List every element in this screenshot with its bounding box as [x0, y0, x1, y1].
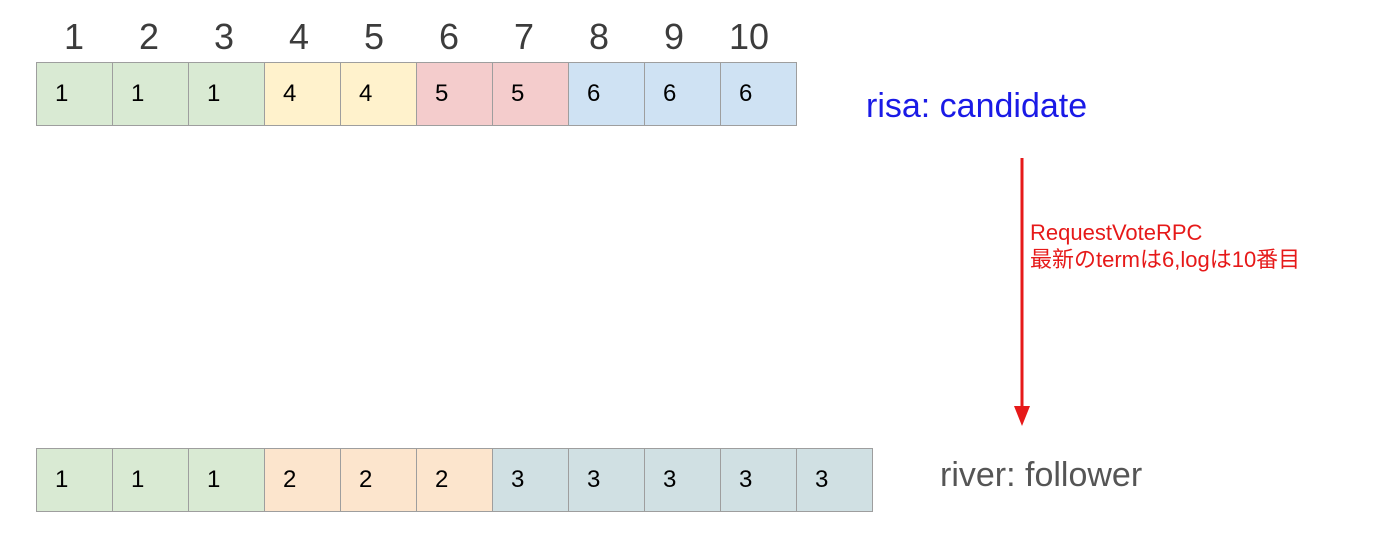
follower-log-entry: 2 [416, 448, 493, 512]
log-entry-term: 1 [207, 466, 221, 493]
log-entry-term: 3 [739, 466, 753, 493]
candidate-log-entry: 6 [568, 62, 645, 126]
rpc-detail: 最新のtermは6,logは10番目 [1030, 247, 1301, 272]
rpc-message: RequestVoteRPC 最新のtermは6,logは10番目 [1030, 219, 1300, 273]
log-index-label: 6 [438, 16, 460, 57]
follower-log-entry: 1 [112, 448, 189, 512]
candidate-log: 1 1 1 4 4 5 5 6 6 6 [36, 62, 797, 126]
follower-log-entry: 2 [340, 448, 417, 512]
request-vote-arrow [1014, 158, 1030, 426]
candidate-log-entry: 5 [416, 62, 493, 126]
log-index-label: 7 [513, 16, 535, 57]
candidate-log-entry: 1 [36, 62, 113, 126]
log-entry-term: 1 [207, 80, 221, 107]
log-entry-term: 5 [511, 80, 525, 107]
candidate-log-entry: 5 [492, 62, 569, 126]
log-index-label: 4 [288, 16, 310, 57]
log-entry-term: 4 [359, 80, 373, 107]
log-entry-term: 6 [663, 80, 677, 107]
log-entry-term: 6 [587, 80, 601, 107]
log-entry-term: 2 [359, 466, 373, 493]
log-entry-term: 1 [55, 466, 69, 493]
follower-log-entry: 3 [644, 448, 721, 512]
candidate-log-entry: 6 [720, 62, 797, 126]
log-entry-term: 3 [511, 466, 525, 493]
follower-log: 1 1 1 2 2 2 3 3 3 3 3 [36, 448, 873, 512]
candidate-log-entry: 1 [112, 62, 189, 126]
follower-log-entry: 1 [188, 448, 265, 512]
log-entry-term: 2 [283, 466, 297, 493]
log-index-label: 9 [663, 16, 685, 57]
log-entry-term: 4 [283, 80, 297, 107]
log-entry-term: 3 [663, 466, 677, 493]
log-entry-term: 3 [587, 466, 601, 493]
follower-label: river: follower [940, 456, 1143, 494]
follower-log-entry: 3 [568, 448, 645, 512]
log-index-label: 8 [588, 16, 610, 57]
log-index-header: 1 2 3 4 5 6 7 8 9 10 [36, 14, 796, 60]
log-entry-term: 1 [131, 80, 145, 107]
log-index-label: 10 [728, 16, 770, 57]
candidate-log-entry: 4 [340, 62, 417, 126]
log-entry-term: 1 [131, 466, 145, 493]
candidate-label: risa: candidate [866, 87, 1088, 125]
log-entry-term: 5 [435, 80, 449, 107]
arrow-head [1014, 406, 1030, 426]
follower-log-entry: 3 [720, 448, 797, 512]
log-index-label: 2 [138, 16, 160, 57]
candidate-log-entry: 1 [188, 62, 265, 126]
candidate-log-entry: 4 [264, 62, 341, 126]
log-entry-term: 6 [739, 80, 753, 107]
log-entry-term: 2 [435, 466, 449, 493]
follower-log-entry: 3 [492, 448, 569, 512]
candidate-log-entry: 6 [644, 62, 721, 126]
follower-log-entry: 3 [796, 448, 873, 512]
log-index-label: 5 [363, 16, 385, 57]
log-entry-term: 1 [55, 80, 69, 107]
rpc-title: RequestVoteRPC [1030, 220, 1203, 245]
follower-log-entry: 1 [36, 448, 113, 512]
log-index-label: 3 [213, 16, 235, 57]
log-index-label: 1 [63, 16, 85, 57]
log-entry-term: 3 [815, 466, 829, 493]
follower-log-entry: 2 [264, 448, 341, 512]
